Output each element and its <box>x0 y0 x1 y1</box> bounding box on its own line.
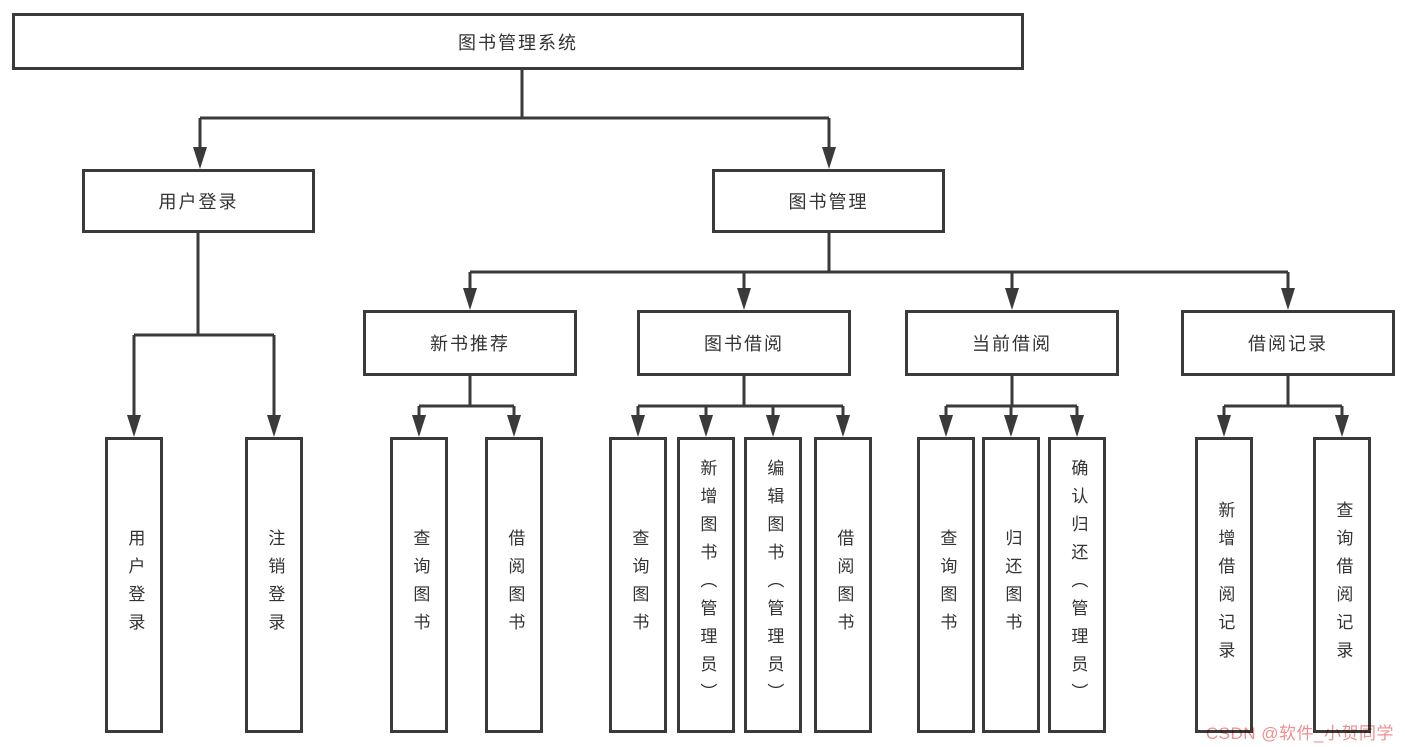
leaf-confirm-return-admin: 确认归还（管理员） <box>1048 437 1106 733</box>
leaf-borrow-books-recommend: 借阅图书 <box>485 437 543 733</box>
group-borrow-record-box: 借阅记录 <box>1181 310 1395 376</box>
branch-user-login-box: 用户登录 <box>82 169 315 233</box>
csdn-watermark: CSDN @软件_小贺同学 <box>1205 724 1394 743</box>
leaf-logout-login: 注销登录 <box>245 437 303 733</box>
leaf-borrow-books-borrow: 借阅图书 <box>814 437 872 733</box>
leaf-query-books-current: 查询图书 <box>917 437 975 733</box>
branch-book-management-box: 图书管理 <box>712 169 945 233</box>
leaf-query-books-borrow: 查询图书 <box>609 437 667 733</box>
leaf-query-borrow-record: 查询借阅记录 <box>1313 437 1371 733</box>
arrowheads <box>127 147 1349 437</box>
group-new-book-recommend-box: 新书推荐 <box>363 310 577 376</box>
group-book-borrow-box: 图书借阅 <box>637 310 851 376</box>
group-current-borrow-box: 当前借阅 <box>905 310 1119 376</box>
leaf-user-login: 用户登录 <box>105 437 163 733</box>
leaf-edit-book-admin: 编辑图书（管理员） <box>744 437 802 733</box>
leaf-return-book: 归还图书 <box>982 437 1040 733</box>
root-node-box: 图书管理系统 <box>12 13 1024 70</box>
leaf-add-book-admin: 新增图书（管理员） <box>677 437 735 733</box>
leaf-query-books-recommend: 查询图书 <box>390 437 448 733</box>
leaf-add-borrow-record: 新增借阅记录 <box>1195 437 1253 733</box>
